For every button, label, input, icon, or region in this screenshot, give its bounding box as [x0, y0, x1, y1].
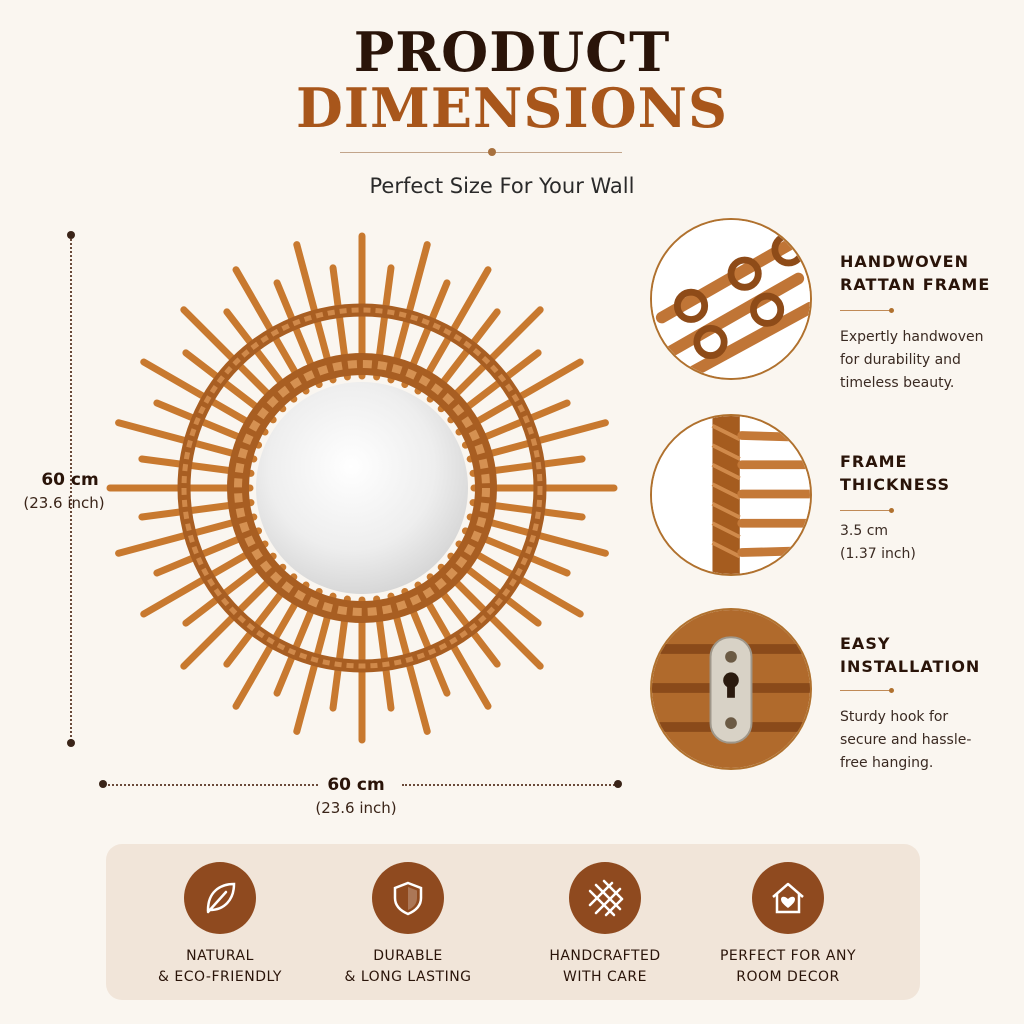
- title-divider: [340, 152, 622, 153]
- feature-1-title-line-1: HANDWOVEN: [840, 252, 969, 271]
- height-dimension-bottom-dot: [67, 739, 75, 747]
- width-value-inches: (23.6 inch): [315, 799, 397, 817]
- benefit-label-line: DURABLE: [373, 948, 443, 964]
- feature-2-desc-line: (1.37 inch): [840, 546, 916, 562]
- feature-3-desc-line: secure and hassle-: [840, 732, 972, 748]
- feature-1-desc-line: timeless beauty.: [840, 375, 955, 391]
- width-dimension-line-left: [104, 784, 318, 786]
- feature-2-title-line-2: THICKNESS: [840, 475, 951, 494]
- benefit-label-line: & LONG LASTING: [344, 969, 472, 985]
- benefit-handcrafted: HANDCRAFTED WITH CARE: [515, 862, 695, 988]
- benefit-room-decor: PERFECT FOR ANY ROOM DECOR: [698, 862, 878, 988]
- title-divider-dot: [488, 148, 496, 156]
- feature-1-divider: [840, 308, 894, 313]
- height-dimension-line: [70, 236, 72, 744]
- inner-ring-weave: [234, 360, 490, 616]
- feature-3-title-line-2: INSTALLATION: [840, 657, 981, 676]
- title-line-1: PRODUCT: [353, 20, 671, 84]
- benefit-label-line: & ECO-FRIENDLY: [158, 969, 282, 985]
- benefit-label-line: NATURAL: [186, 948, 254, 964]
- frame-thickness-detail-image: [650, 414, 812, 576]
- benefit-label-line: PERFECT FOR ANY: [719, 948, 857, 964]
- benefit-label-line: HANDCRAFTED: [549, 948, 661, 964]
- outer-ring-weave: [181, 307, 543, 669]
- weave-icon: [569, 862, 641, 934]
- feature-1-desc-line: for durability and: [840, 352, 961, 368]
- width-dimension-right-dot: [614, 780, 622, 788]
- feature-3-desc-line: free hanging.: [840, 755, 934, 771]
- feature-2-divider: [840, 508, 894, 513]
- feature-2-description: 3.5 cm (1.37 inch): [840, 520, 1010, 566]
- height-value: 60 cm: [41, 470, 99, 490]
- feature-3-description: Sturdy hook for secure and hassle- free …: [840, 706, 1010, 775]
- height-value-inches: (23.6 inch): [23, 494, 105, 512]
- width-dimension-line-right: [402, 784, 618, 786]
- leaf-icon: [184, 862, 256, 934]
- feature-3-divider: [840, 688, 894, 693]
- benefit-label: NATURAL & ECO-FRIENDLY: [130, 946, 310, 988]
- benefit-label: HANDCRAFTED WITH CARE: [515, 946, 695, 988]
- feature-3-title-line-1: EASY: [840, 634, 891, 653]
- shield-icon: [372, 862, 444, 934]
- benefit-label: PERFECT FOR ANY ROOM DECOR: [698, 946, 878, 988]
- width-value: 60 cm: [327, 775, 385, 795]
- title-line-2: DIMENSIONS: [295, 76, 729, 140]
- benefit-natural: NATURAL & ECO-FRIENDLY: [130, 862, 310, 988]
- feature-2-desc-line: 3.5 cm: [840, 523, 889, 539]
- feature-1-title-line-2: RATTAN FRAME: [840, 275, 991, 294]
- feature-3-desc-line: Sturdy hook for: [840, 709, 949, 725]
- sunburst-mirror-image: [106, 232, 618, 744]
- subtitle: Perfect Size For Your Wall: [369, 174, 635, 198]
- installation-hook-detail-image: [650, 608, 812, 770]
- benefit-label-line: WITH CARE: [563, 969, 647, 985]
- width-dimension-left-dot: [99, 780, 107, 788]
- mirror-glass: [256, 382, 468, 594]
- benefit-durable: DURABLE & LONG LASTING: [318, 862, 498, 988]
- height-dimension-top-dot: [67, 231, 75, 239]
- handwoven-detail-image: [650, 218, 812, 380]
- benefit-label: DURABLE & LONG LASTING: [318, 946, 498, 988]
- feature-1-desc-line: Expertly handwoven: [840, 329, 984, 345]
- feature-2-title-line-1: FRAME: [840, 452, 908, 471]
- home-heart-icon: [752, 862, 824, 934]
- benefit-label-line: ROOM DECOR: [736, 969, 840, 985]
- feature-1-description: Expertly handwoven for durability and ti…: [840, 326, 1010, 395]
